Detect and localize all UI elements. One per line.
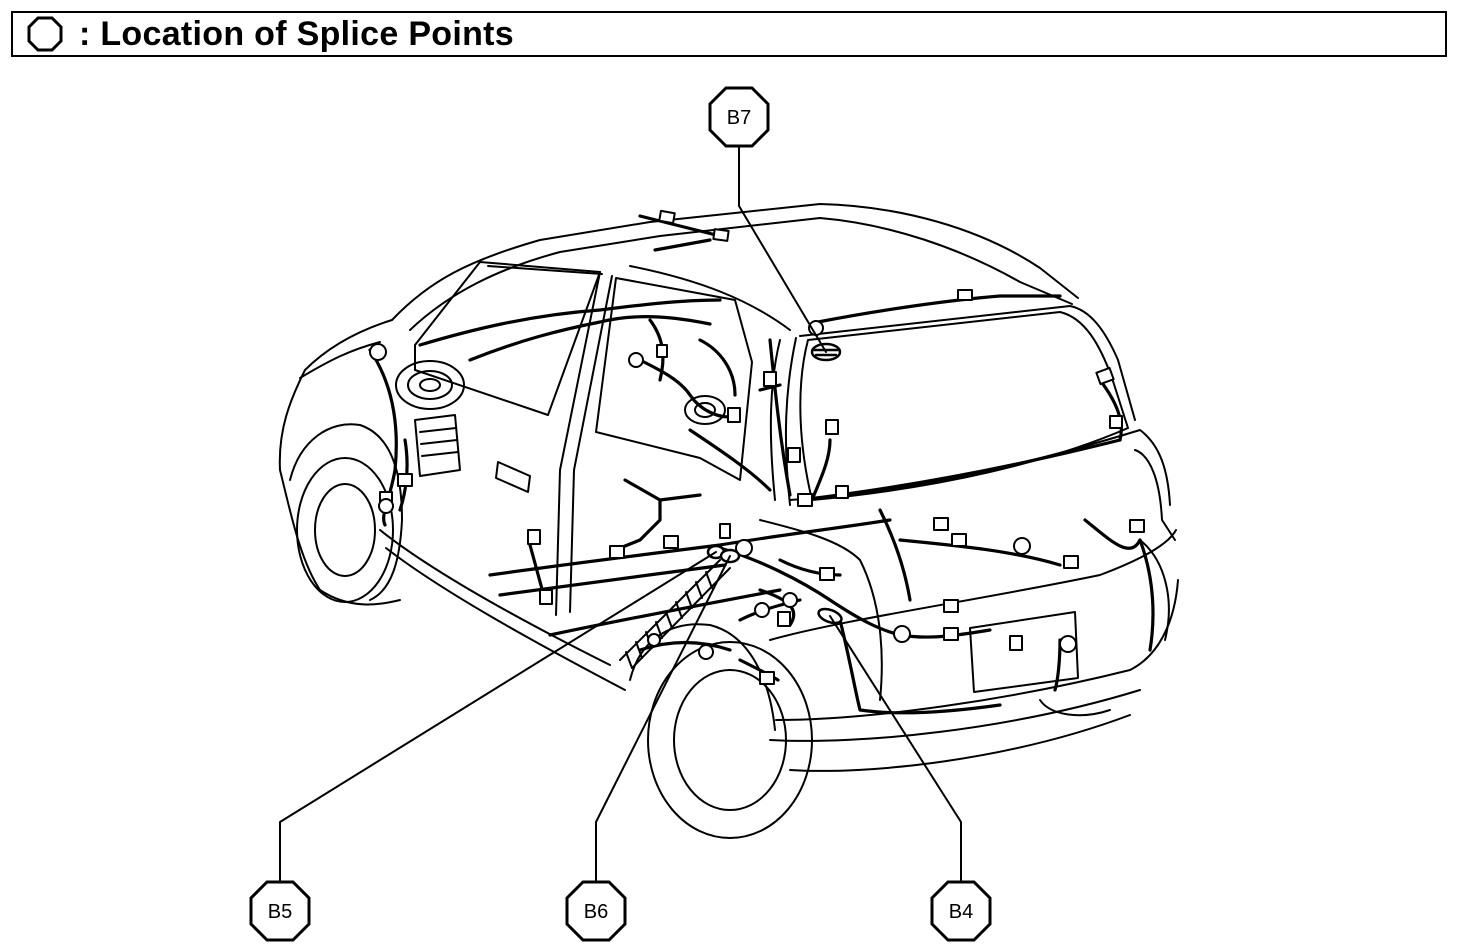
callout-b6-label: B6 [584,901,608,923]
callout-b4-label: B4 [949,901,973,923]
leader-line-b5 [279,551,717,883]
callout-b6: B6 [565,880,627,942]
callout-b7-label: B7 [727,107,751,129]
callout-b5: B5 [249,880,311,942]
callout-b4: B4 [930,880,992,942]
connectors [379,209,1145,685]
leader-line-b6 [595,555,731,883]
leader-lines [279,145,962,883]
page-header: : Location of Splice Points [11,11,1447,57]
car-body-outline [278,203,1179,839]
grommets [369,320,1077,660]
leader-line-b4 [829,615,962,883]
leader-line-b7 [738,145,827,353]
front-components [395,360,726,477]
octagon-icon [27,16,63,52]
callout-b5-label: B5 [268,901,292,923]
page-title: : Location of Splice Points [79,14,515,53]
wire-harness [368,214,1155,715]
callout-b7: B7 [708,86,770,148]
